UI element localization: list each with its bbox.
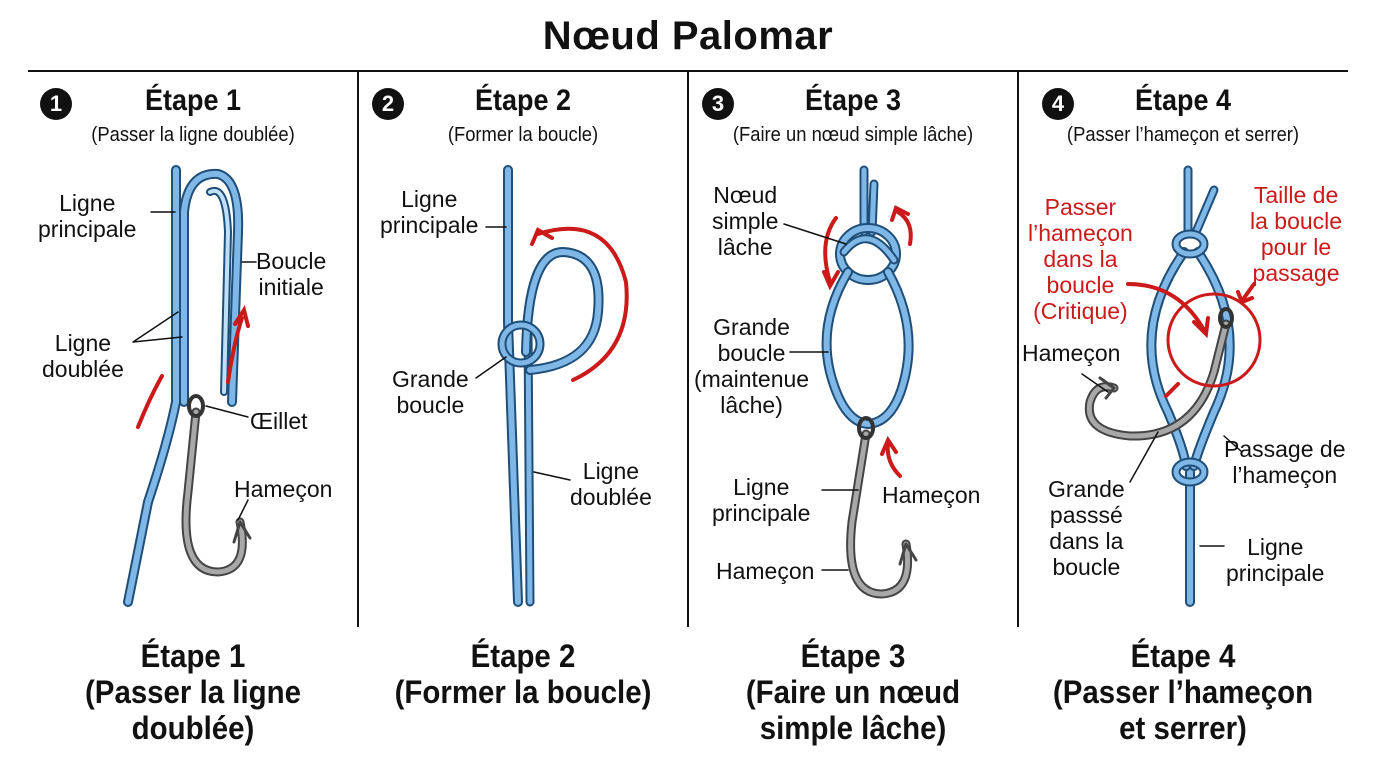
step-number-badge: 2 xyxy=(372,88,404,120)
step-1-illustration xyxy=(123,165,257,607)
step-title: Étape 1 xyxy=(144,84,242,117)
step-subtitle: (Passer la ligne doublée) xyxy=(91,124,295,146)
step-panel-1: 1 Étape 1 (Passer la ligne doublée) xyxy=(28,72,358,628)
label-hamecon: Hameçon xyxy=(234,476,333,502)
page-title: Nœud Palomar xyxy=(542,14,834,58)
step-panel-4: 4 Étape 4 (Passer l’hameçon et serrer) xyxy=(1018,72,1348,628)
step-title: Étape 2 xyxy=(474,84,572,117)
step-number-badge: 3 xyxy=(702,88,734,120)
panel-divider-2 xyxy=(687,71,689,627)
panel-divider-1 xyxy=(357,71,359,627)
panel-divider-3 xyxy=(1017,71,1019,627)
label-hamecon-right: Hameçon xyxy=(882,482,981,508)
step-2-illustration xyxy=(475,165,629,607)
step-subtitle: (Faire un nœud simple lâche) xyxy=(732,124,974,146)
step-caption-2: Étape 2(Former la boucle) xyxy=(394,638,652,710)
step-3-illustration xyxy=(783,165,918,599)
step-title: Étape 3 xyxy=(804,84,902,117)
step-title: Étape 4 xyxy=(1134,84,1232,117)
label-hamecon: Hameçon xyxy=(1022,340,1121,366)
step-panel-3: 3 Étape 3 (Faire un nœud simple lâche) xyxy=(688,72,1018,628)
label-hamecon-bottom: Hameçon xyxy=(716,558,815,584)
step-number-badge: 1 xyxy=(40,88,72,120)
step-4-illustration xyxy=(1081,165,1262,607)
label-oeillet: Œillet xyxy=(250,408,308,434)
step-subtitle: (Passer l’hameçon et serrer) xyxy=(1066,124,1300,146)
step-subtitle: (Former la boucle) xyxy=(447,124,599,146)
step-number-badge: 4 xyxy=(1042,88,1074,120)
